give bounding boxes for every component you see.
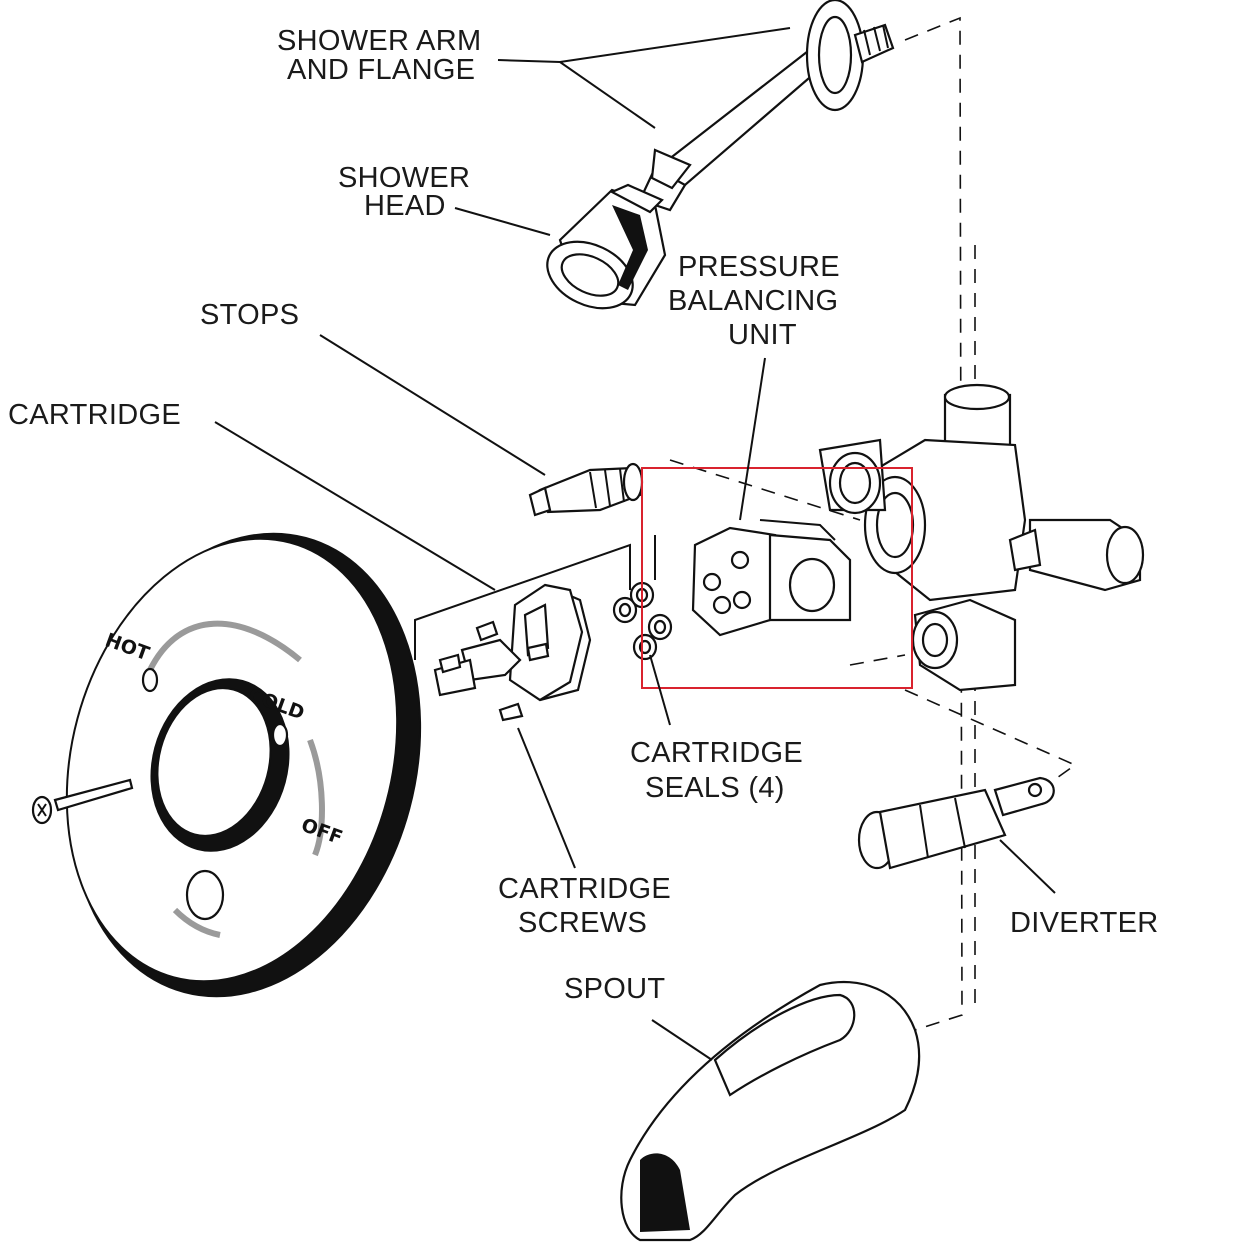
highlight-box [641, 467, 913, 689]
label-diverter: DIVERTER [1010, 907, 1159, 939]
label-pressure-line-1: PRESSURE [678, 251, 840, 283]
label-cartridge-seals-line-2: SEALS (4) [645, 772, 785, 804]
label-spout: SPOUT [564, 973, 665, 1005]
label-cartridge-screws-line-2: SCREWS [518, 907, 647, 939]
cartridge-part [433, 583, 592, 702]
label-pressure-line-2: BALANCING [668, 285, 838, 317]
cartridge-bracket [414, 535, 656, 660]
escutcheon-plate-part [65, 532, 422, 998]
label-shower-head-line-1: SHOWER [338, 162, 470, 194]
leader-lines [214, 27, 1056, 1061]
label-shower-arm-line-1: SHOWER ARM [277, 25, 481, 57]
stop-valve-part [528, 462, 644, 517]
label-stops: STOPS [200, 299, 299, 331]
mounting-screw-part [31, 778, 134, 825]
label-cartridge-seals-line-1: CARTRIDGE [630, 737, 803, 769]
label-cartridge: CARTRIDGE [8, 399, 181, 431]
pressure-balancing-unit-part [691, 519, 852, 637]
spout-part [620, 980, 921, 1242]
shower-arm-and-flange-part [638, 0, 895, 212]
label-cartridge-screws-line-1: CARTRIDGE [498, 873, 671, 905]
cartridge-screws-part [438, 620, 550, 722]
shower-head-part [546, 183, 667, 310]
label-shower-head-line-2: HEAD [364, 190, 446, 222]
diverter-part [857, 776, 1055, 870]
valve-body-part [818, 383, 1145, 692]
label-pressure-line-3: UNIT [728, 319, 797, 351]
label-shower-arm-line-2: AND FLANGE [287, 54, 475, 86]
